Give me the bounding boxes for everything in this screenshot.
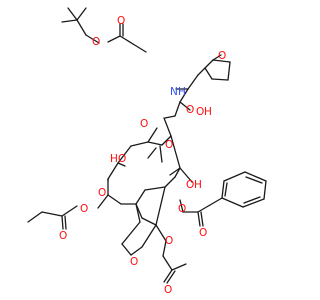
atom-label-hydroxyl-hydrogen-right: H (194, 179, 202, 191)
atom-label-boc-ester-oxygen: O (92, 36, 100, 48)
atom-label-core-ester-oxygen: O (165, 139, 173, 151)
structural-formula-diagram: O O N H O O H O O O H O H O O O O O O O … (0, 0, 300, 300)
atom-label-side-chain-hydroxyl-hydrogen: H (204, 106, 212, 118)
atom-label-hydroxyl-oxygen-right: O (186, 179, 194, 191)
atom-label-propionate-carbonyl-oxygen: O (59, 230, 67, 242)
atom-label-ketone-oxygen: O (98, 187, 106, 199)
atom-label-ester-oxygen-side-chain: O (186, 104, 194, 116)
atom-label-hydroxyl-oxygen-left: O (118, 153, 126, 165)
atom-label-acetate-ester-oxygen: O (165, 235, 173, 247)
atom-labels: O O N H O O H O O O H O H O O O O O O O … (59, 15, 226, 296)
atom-label-nitrogen-hydrogen: H (178, 86, 186, 98)
atom-label-propionate-ester-oxygen: O (80, 203, 88, 215)
atom-label-benzoate-carbonyl-oxygen: O (199, 227, 207, 239)
atom-label-side-chain-carbonyl-oxygen: O (140, 118, 148, 130)
atom-label-boc-carbonyl-oxygen: O (117, 15, 125, 27)
diagram-background (0, 0, 300, 300)
atom-label-oxetane-oxygen: O (130, 256, 138, 268)
bond-lines (27, 7, 267, 284)
atom-label-hydroxyl-hydrogen-left: H (110, 153, 118, 165)
atom-label-benzoate-ester-oxygen: O (178, 203, 186, 215)
atom-label-acetate-carbonyl-oxygen: O (164, 284, 172, 296)
atom-label-furan-oxygen: O (218, 50, 226, 62)
atom-label-side-chain-hydroxyl-oxygen: O (196, 106, 204, 118)
atom-label-nitrogen: N (170, 86, 178, 98)
